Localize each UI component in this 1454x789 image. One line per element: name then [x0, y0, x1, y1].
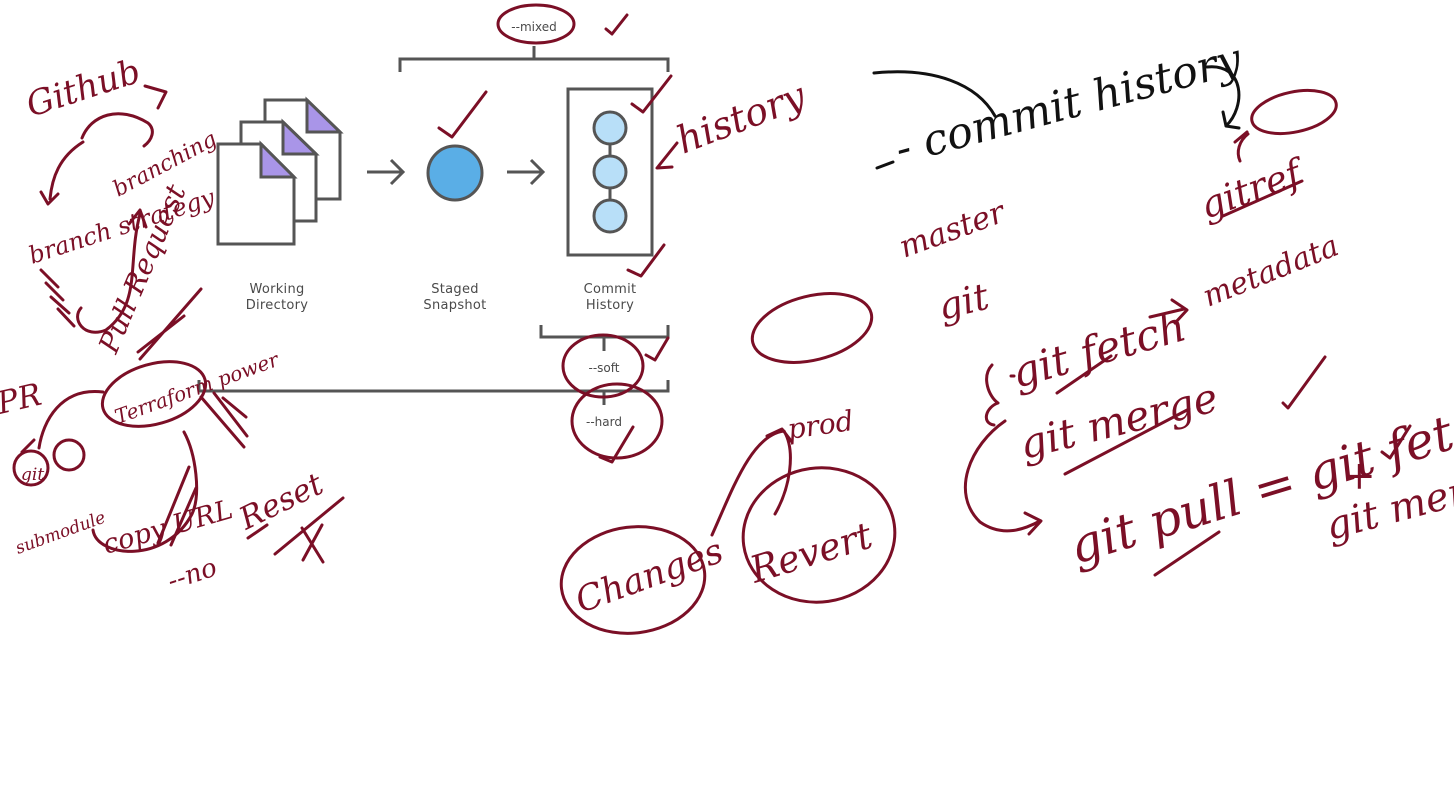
black-arrow: [872, 65, 1241, 130]
metadata-note: metadata: [1198, 228, 1344, 314]
github-branch-arrows: [39, 84, 168, 206]
git-circle: [52, 438, 86, 472]
soft-bracket: [539, 325, 670, 351]
master-note: master: [894, 194, 1011, 266]
staged-snapshot-label-line1: Staged: [431, 282, 479, 297]
handwritten-notes: Github branching branch strategy Pull Re…: [0, 34, 1454, 621]
checkmark-icon: [1281, 355, 1327, 410]
changes-circle: [559, 525, 707, 635]
arrow-right-icon: [507, 158, 546, 186]
mixed-bracket: [398, 46, 670, 72]
prod-arrow: [710, 427, 794, 537]
pull-underline: [1153, 530, 1221, 577]
copy-url-note: copy URL: [99, 494, 236, 561]
revert-note: Revert: [744, 514, 877, 592]
prod-note: prod: [785, 404, 855, 446]
staged-snapshot-label-line2: Snapshot: [423, 298, 486, 313]
working-directory-label-line2: Directory: [246, 298, 309, 313]
soft-option-label: --soft: [589, 361, 620, 375]
pr-note: PR: [0, 377, 45, 422]
gitref-circle: [1250, 88, 1338, 136]
merge-pull-loop: [963, 419, 1043, 536]
history-note: history: [670, 73, 811, 162]
hatch-marks: [39, 268, 249, 449]
plus-note: +: [1343, 454, 1376, 499]
history-pointer: [655, 141, 679, 170]
commit-history-label-line2: History: [586, 298, 634, 313]
hard-circle: [570, 382, 664, 460]
soft-circle: [561, 333, 645, 399]
git-reset-diagram: --mixed Working Directory Staged Snapsho…: [197, 20, 670, 429]
checkmark-icon: [626, 243, 666, 278]
terraform-power-note: Terraform power: [112, 347, 284, 429]
checkmark-icon: [437, 90, 488, 139]
mixed-circle: [496, 3, 576, 45]
commit-history-note: - commit history: [890, 34, 1247, 175]
reset-strike: [273, 496, 345, 564]
commit-history-label-line1: Commit: [584, 282, 637, 297]
git-word-note: git: [934, 275, 993, 329]
fetch-merge-brace: [984, 363, 1016, 427]
changes-note: Changes: [570, 531, 728, 621]
revert-circle: [741, 466, 897, 604]
checkmark-icon: [598, 425, 635, 464]
terraform-circle: [100, 360, 208, 428]
gitref-note: gitref: [1194, 149, 1312, 227]
working-directory-icon: [216, 96, 344, 246]
handwritten-strokes: [12, 3, 1412, 635]
no-reset-note: --no: [164, 553, 221, 597]
checkmark-icon: [644, 336, 670, 362]
merge-underline: [1063, 407, 1191, 476]
gitref-pointer: [1233, 130, 1250, 163]
checkmark-icon: [1380, 424, 1412, 460]
checkmark-icon: [630, 74, 673, 114]
checkmark-icon: [604, 13, 629, 36]
url-slashes: [156, 465, 269, 547]
arrow-right-icon: [367, 158, 406, 186]
empty-sketch-circle: [750, 292, 874, 364]
git-fetch-note: git fetch: [1006, 301, 1191, 397]
git-circle: [12, 449, 50, 487]
working-directory-label-line1: Working: [249, 282, 304, 297]
reset-note: Reset: [233, 466, 330, 538]
fetch-underline: [1055, 354, 1113, 395]
git-note: git: [21, 465, 44, 485]
hard-option-label: --hard: [586, 415, 622, 429]
hard-bracket: [197, 380, 670, 405]
pr-git-loop: [20, 390, 199, 553]
staged-snapshot-icon: [426, 144, 484, 202]
gitref-underline: [1221, 179, 1304, 218]
branch-pr-loop: [76, 208, 148, 334]
commit-history-icon: [566, 87, 654, 257]
mixed-option-label: --mixed: [511, 20, 556, 34]
fetch-arrow: [1148, 298, 1189, 325]
commit-history-dash: [875, 160, 895, 170]
